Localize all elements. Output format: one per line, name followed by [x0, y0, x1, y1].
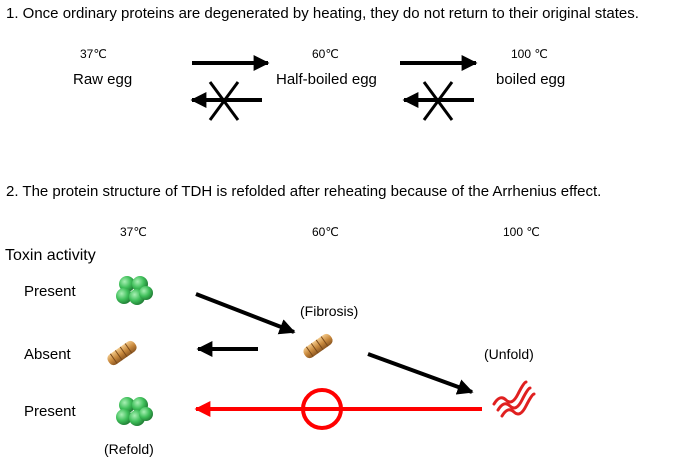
section2-heading: 2. The protein structure of TDH is refol…	[6, 183, 602, 200]
fibrosis-annotation: (Fibrosis)	[300, 303, 359, 319]
section1-heading: 1. Once ordinary proteins are degenerate…	[6, 5, 639, 22]
row-absent-label: Absent	[24, 346, 71, 363]
temp-37-label-2: 37℃	[120, 225, 147, 239]
unfold-annotation: (Unfold)	[484, 346, 534, 362]
temp-60-label: 60℃	[312, 47, 339, 61]
circle-icon	[301, 388, 343, 430]
raw-egg-label: Raw egg	[73, 71, 133, 88]
row-present-1-label: Present	[24, 283, 76, 300]
half-boiled-egg-label: Half-boiled egg	[276, 71, 377, 88]
toxin-activity-label: Toxin activity	[5, 247, 96, 264]
temp-37-label: 37℃	[80, 47, 107, 61]
row-present-2-label: Present	[24, 403, 76, 420]
blocked-reverse-arrow-60-to-37	[190, 81, 262, 121]
fibrous-protein-icon-fibrosis	[303, 333, 333, 359]
temp-100-label-2: 100 ℃	[503, 225, 540, 239]
blocked-reverse-arrow-100-to-60	[402, 81, 474, 121]
unfolded-protein-icon	[492, 380, 536, 418]
globular-protein-icon-refold	[116, 397, 153, 426]
temp-100-label: 100 ℃	[511, 47, 548, 61]
fibrosis-arrow	[195, 292, 296, 335]
boiled-egg-label: boiled egg	[496, 71, 566, 88]
refold-annotation: (Refold)	[104, 441, 154, 457]
fibrous-protein-icon-absent	[107, 340, 137, 366]
temp-60-label-2: 60℃	[312, 225, 339, 239]
globular-protein-icon-present	[116, 276, 153, 305]
unfold-arrow	[367, 352, 474, 395]
